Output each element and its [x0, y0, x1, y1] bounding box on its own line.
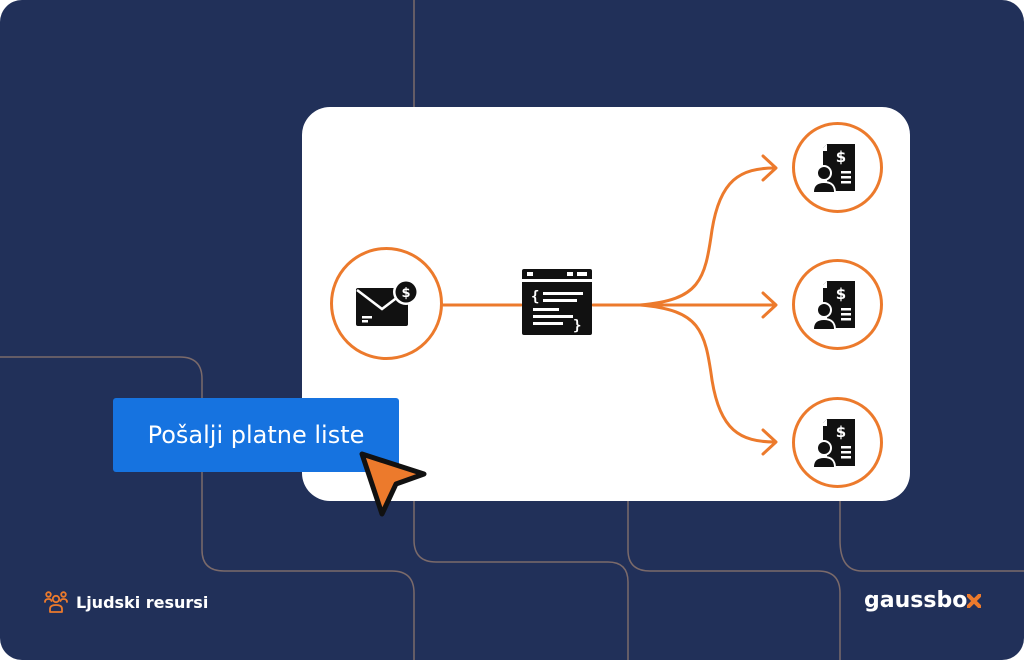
category-label: Ljudski resursi — [76, 592, 209, 612]
svg-text:$: $ — [835, 423, 845, 441]
svg-text:$: $ — [401, 286, 410, 301]
payslip-icon: $ — [812, 280, 855, 330]
payslip-node: $ — [792, 122, 883, 213]
svg-text:$: $ — [835, 148, 845, 166]
payslip-node: $ — [792, 259, 883, 350]
source-node: $ — [330, 247, 443, 360]
category-badge: Ljudski resursi — [44, 590, 208, 614]
envelope-dollar-icon: $ — [355, 278, 419, 326]
send-payslips-button[interactable]: Pošalji platne liste — [113, 398, 399, 472]
cursor-arrow-icon — [359, 451, 427, 517]
gaussbox-logo: gauss bo — [864, 588, 982, 613]
svg-text:}: } — [573, 318, 581, 334]
logo-wordmark-suffix: bo — [936, 588, 968, 613]
payslip-icon: $ — [812, 418, 855, 468]
svg-text:$: $ — [835, 285, 845, 303]
people-group-icon — [44, 591, 68, 613]
payslip-icon: $ — [812, 143, 855, 193]
logo-wordmark: gauss — [864, 588, 937, 613]
logo-x-mark-icon — [967, 593, 982, 608]
code-window-icon: { } — [522, 269, 592, 335]
payslip-node: $ — [792, 397, 883, 488]
svg-text:{: { — [531, 289, 539, 305]
